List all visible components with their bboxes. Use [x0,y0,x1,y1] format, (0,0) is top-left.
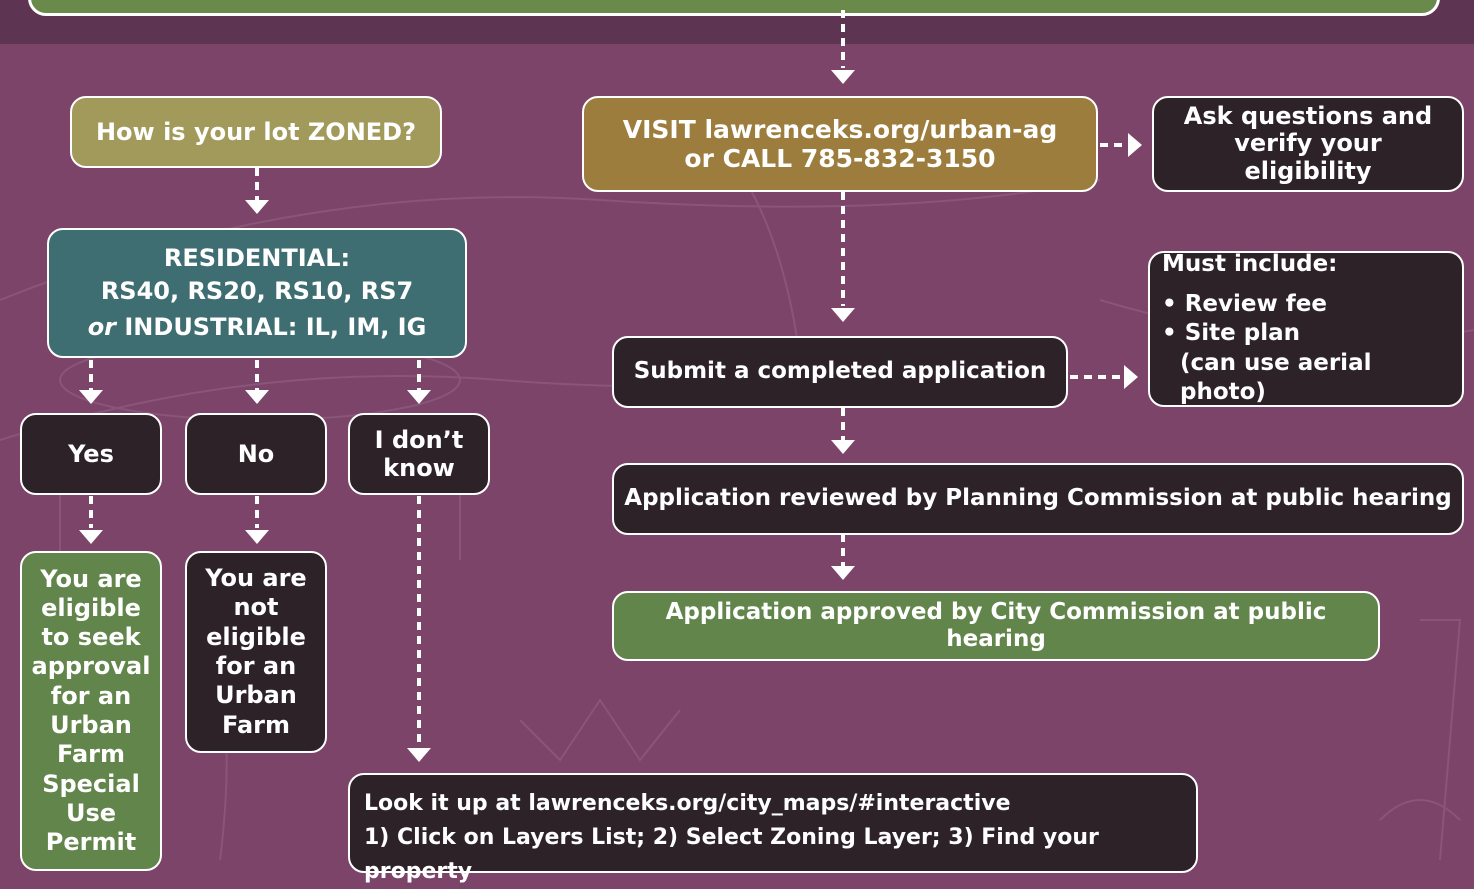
visit-call-box: VISIT lawrenceks.org/urban-ag or CALL 78… [582,96,1098,192]
must-include-site-plan-note: (can use aerial photo) [1180,349,1372,406]
must-include-box: Must include: • Review fee • Site plan (… [1148,251,1464,407]
eligible-box: You are eligible to seek approval for an… [20,551,162,871]
residential-label: RESIDENTIAL: [163,244,351,273]
ask-questions-text: Ask questions and verify your eligibilit… [1183,101,1433,185]
answer-dont-know-text: I don’t know [374,425,464,482]
zoning-types-box: RESIDENTIAL: RS40, RS20, RS10, RS7 or IN… [47,228,467,358]
industrial-line: or INDUSTRIAL: IL, IM, IG [88,311,427,343]
or-word: or [87,313,117,342]
answer-no-box: No [185,413,327,495]
eligible-text: You are eligible to seek approval for an… [31,564,151,857]
zoned-question-box: How is your lot ZONED? [70,96,442,168]
answer-no-text: No [237,439,275,468]
residential-codes: RS40, RS20, RS10, RS7 [100,276,414,305]
lookup-steps-text: 1) Click on Layers List; 2) Select Zonin… [364,825,1099,885]
submit-application-text: Submit a completed application [633,358,1047,385]
industrial-codes: INDUSTRIAL: IL, IM, IG [124,313,427,342]
ask-questions-box: Ask questions and verify your eligibilit… [1152,96,1464,192]
lookup-url-text: Look it up at lawrenceks.org/city_maps/#… [364,791,1011,816]
visit-url-text: VISIT lawrenceks.org/urban-ag [622,114,1058,144]
zoned-question-text: How is your lot ZONED? [95,117,417,146]
lookup-box: Look it up at lawrenceks.org/city_maps/#… [348,773,1198,884]
not-eligible-box: You are not eligible for an Urban Farm [185,551,327,753]
must-include-title: Must include: [1162,251,1338,278]
reviewed-text: Application reviewed by Planning Commiss… [624,485,1452,512]
flow-arrows [79,10,1142,762]
not-eligible-text: You are not eligible for an Urban Farm [205,564,307,739]
must-include-review-fee: • Review fee [1162,290,1327,317]
call-number-text: or CALL 785-832-3150 [684,144,996,173]
answer-yes-text: Yes [68,439,114,468]
approved-text: Application approved by City Commission … [665,598,1327,652]
approved-box: Application approved by City Commission … [612,591,1380,661]
submit-application-box: Submit a completed application [612,336,1068,408]
reviewed-box: Application reviewed by Planning Commiss… [612,463,1464,535]
answer-yes-box: Yes [20,413,162,495]
must-include-site-plan: • Site plan [1162,320,1300,347]
answer-dont-know-box: I don’t know [348,413,490,495]
